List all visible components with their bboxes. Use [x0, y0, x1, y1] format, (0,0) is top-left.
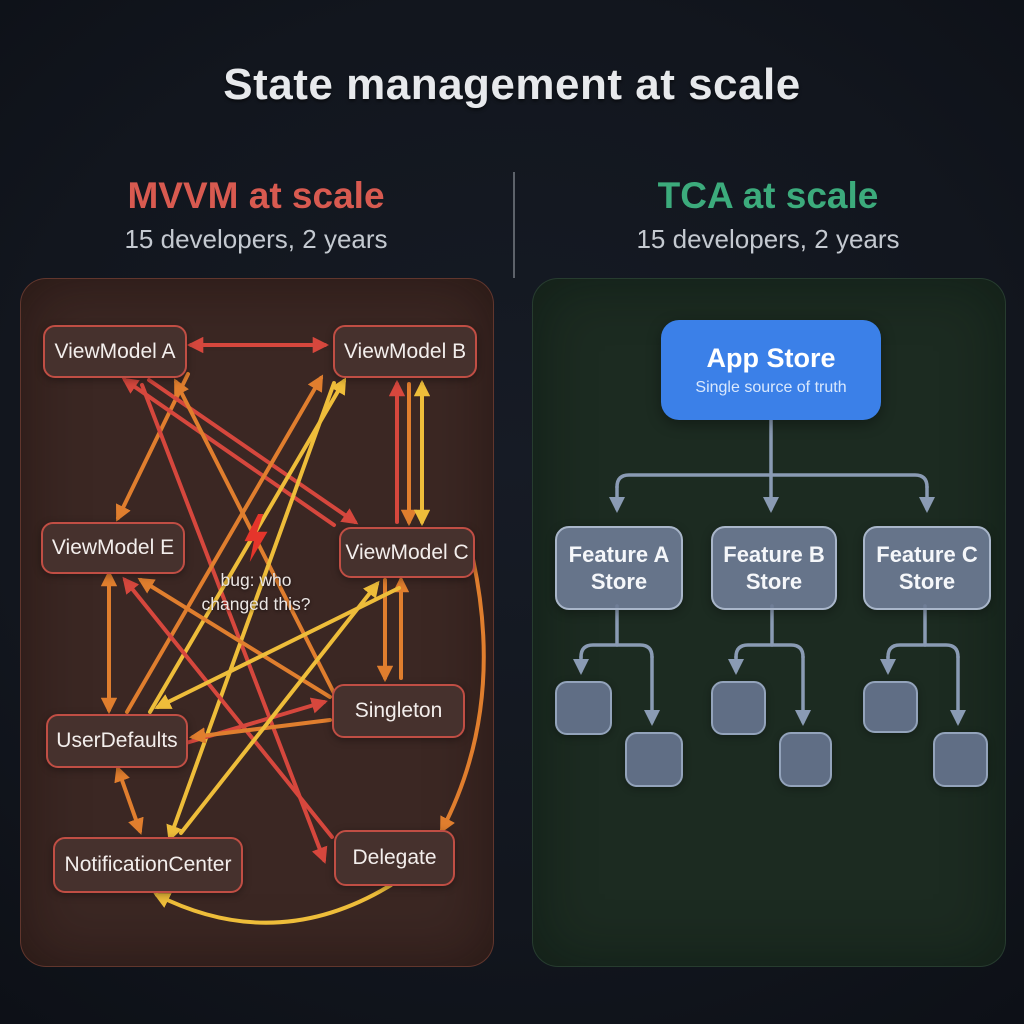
mvvm-subheading: 15 developers, 2 years: [124, 224, 388, 254]
node-delegate-label: Delegate: [352, 846, 437, 869]
app-store-subtitle: Single source of truth: [695, 379, 847, 396]
page-title: State management at scale: [223, 60, 801, 109]
node-userdefaults-label: UserDefaults: [56, 729, 178, 752]
node-singleton: Singleton: [332, 684, 465, 738]
node-userdefaults: UserDefaults: [46, 714, 188, 768]
node-feature-c-store: Feature C Store: [863, 526, 991, 610]
node-viewmodel-c: ViewModel C: [339, 527, 475, 578]
mvvm-panel: ViewModel A ViewModel B ViewModel E View…: [20, 278, 494, 967]
bug-annotation-line2: changed this?: [201, 593, 311, 614]
mvvm-dependency-arrow-red: [147, 378, 359, 525]
mvvm-dependency-arrow-orange: [440, 557, 486, 834]
node-notificationcenter-label: NotificationCenter: [64, 853, 232, 876]
node-viewmodel-a: ViewModel A: [43, 325, 187, 378]
feature-b-label-line1: Feature B: [723, 541, 825, 567]
mvvm-heading: MVVM at scale: [127, 175, 385, 216]
feature-c-label-line1: Feature C: [876, 541, 978, 567]
mvvm-dependency-arrow-yellow: [179, 580, 380, 835]
mvvm-dependency-arrow-orange: [125, 374, 324, 714]
bug-annotation-line1: bug: who: [220, 570, 292, 590]
tca-heading: TCA at scale: [657, 175, 879, 216]
node-viewmodel-a-label: ViewModel A: [54, 339, 176, 363]
node-notificationcenter: NotificationCenter: [53, 837, 243, 893]
mvvm-dependency-arrow-orange: [114, 765, 144, 835]
node-singleton-label: Singleton: [354, 699, 443, 722]
tca-subheading: 15 developers, 2 years: [636, 224, 900, 254]
tca-panel: App Store Single source of truth Feature…: [532, 278, 1006, 967]
mvvm-dependency-arrow-orange: [116, 372, 190, 522]
tca-connector-c-branch: [886, 643, 960, 659]
mvvm-dependency-arrow-yellow: [148, 377, 347, 714]
node-feature-b-store: Feature B Store: [711, 526, 837, 610]
node-delegate: Delegate: [334, 830, 455, 886]
node-viewmodel-c-label: ViewModel C: [345, 540, 469, 564]
bug-annotation: bug: who changed this?: [166, 569, 346, 616]
node-feature-b-child-2: [779, 732, 832, 787]
node-viewmodel-b: ViewModel B: [333, 325, 477, 378]
node-feature-a-store: Feature A Store: [555, 526, 683, 610]
mvvm-dependency-arrow-orange: [137, 577, 332, 699]
feature-c-label-line2: Store: [898, 569, 956, 594]
mvvm-dependency-arrow-red: [121, 377, 336, 527]
app-store-title: App Store: [706, 343, 836, 373]
header-divider: [513, 172, 515, 278]
tca-connector-a-branch: [579, 643, 654, 659]
mvvm-dependency-arrow-yellow: [166, 381, 336, 842]
node-feature-c-child-1: [863, 681, 918, 733]
node-feature-a-child-1: [555, 681, 612, 735]
node-app-store: App Store Single source of truth: [661, 320, 881, 420]
node-feature-c-child-2: [933, 732, 988, 787]
mvvm-dependency-arrow-yellow: [153, 883, 393, 925]
mvvm-dependency-arrow-yellow: [154, 586, 401, 709]
tca-connector-layer: [572, 418, 967, 727]
tca-connector-b-branch: [734, 643, 805, 659]
lightning-bolt-icon: [244, 514, 268, 562]
feature-b-label-line2: Store: [745, 569, 803, 594]
node-viewmodel-b-label: ViewModel B: [343, 339, 467, 363]
feature-a-label-line1: Feature A: [568, 541, 670, 567]
node-viewmodel-e: ViewModel E: [41, 522, 185, 574]
feature-a-label-line2: Store: [590, 569, 648, 594]
node-feature-b-child-1: [711, 681, 766, 735]
node-viewmodel-e-label: ViewModel E: [51, 536, 175, 559]
mvvm-dependency-arrow-red: [122, 576, 334, 839]
node-feature-a-child-2: [625, 732, 683, 787]
mvvm-dependency-arrow-red: [140, 383, 328, 864]
